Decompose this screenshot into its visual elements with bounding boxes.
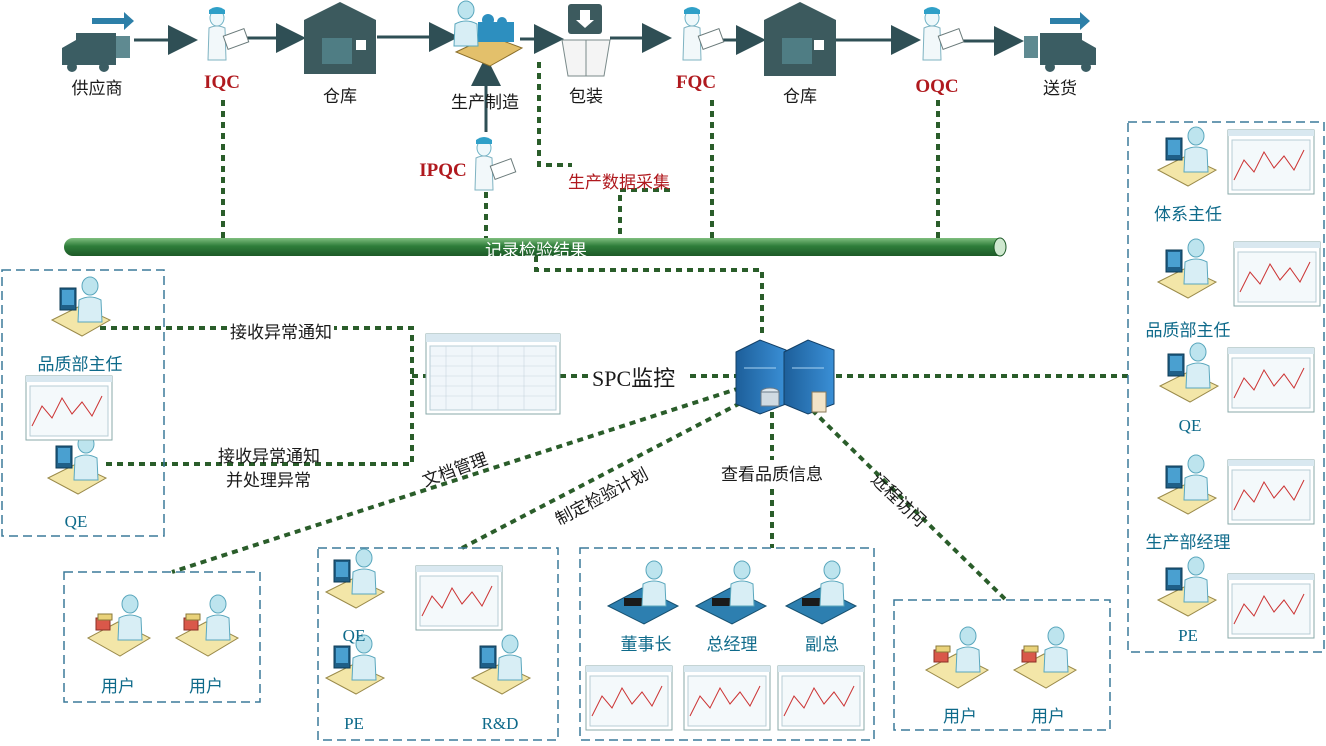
user-icon-br-1 (926, 627, 988, 688)
qe-right-label: QE (1178, 416, 1202, 435)
qe-bottom-label: QE (342, 626, 366, 645)
quality-manager-right-icon (1158, 239, 1216, 298)
user-bl-2-label: 用户 (189, 677, 223, 697)
iqc-inspector-icon (207, 6, 250, 61)
left-report-thumbnail (25, 375, 113, 441)
system-manager-icon (1158, 127, 1216, 186)
chairman-label: 董事长 (620, 635, 672, 655)
qe-left-icon (48, 435, 106, 494)
spc-table-screenshot (425, 333, 561, 415)
ipqc-inspector-icon (474, 136, 517, 191)
manufacturing-label: 生产制造 (451, 93, 519, 113)
qe-left-label: QE (64, 512, 88, 531)
receive-handle-label-1: 接收异常通知 (218, 447, 320, 467)
iqc-label: IQC (204, 72, 240, 93)
rd-icon (472, 635, 530, 694)
gm-label: 总经理 (706, 635, 758, 655)
packaging-label: 包装 (569, 87, 603, 107)
chairman-icon (608, 561, 678, 624)
right-thumb-2 (1233, 241, 1321, 307)
manufacturing-icon (453, 0, 524, 67)
user-br-1-label: 用户 (943, 707, 977, 727)
quality-manager-right-label: 品质部主任 (1145, 321, 1231, 341)
plan-table-thumbnail (415, 565, 503, 631)
record-bar-label: 记录检验结果 (485, 241, 587, 261)
user-br-2-label: 用户 (1031, 707, 1065, 727)
process-arrows (134, 22, 1024, 132)
production-manager-icon (1158, 455, 1216, 514)
warehouse-icon-2 (764, 2, 836, 76)
ipqc-label: IPQC (419, 160, 467, 181)
record-pipe (64, 237, 1007, 257)
fqc-label: FQC (675, 72, 717, 93)
pe-right-icon (1158, 557, 1216, 616)
exec-thumb-2 (683, 665, 771, 731)
right-thumb-1 (1227, 129, 1315, 195)
fqc-inspector-icon (682, 6, 725, 61)
user-icon-bl-1 (88, 595, 150, 656)
user-icon-bl-2 (176, 595, 238, 656)
pe-bottom-label: PE (344, 714, 364, 733)
delivery-label: 送货 (1043, 79, 1077, 99)
exec-thumb-3 (777, 665, 865, 731)
server-icon (735, 339, 835, 415)
view-info-label: 查看品质信息 (719, 460, 825, 485)
qe-right-icon (1160, 343, 1218, 402)
delivery-truck-icon (1024, 12, 1096, 72)
exec-thumb-1 (585, 665, 673, 731)
qe-bottom-icon (326, 549, 384, 608)
gm-icon (696, 561, 766, 624)
rd-label: R&D (481, 714, 519, 733)
right-thumb-3 (1227, 347, 1315, 413)
quality-manager-left-label: 品质部主任 (37, 355, 123, 375)
vp-label: 副总 (805, 635, 839, 655)
package-icon (561, 4, 611, 77)
oqc-label: OQC (915, 76, 959, 97)
supplier-truck-icon (62, 12, 134, 72)
production-manager-label: 生产部经理 (1145, 533, 1231, 553)
right-thumb-4 (1227, 459, 1315, 525)
group-boxes (1, 121, 1325, 741)
warehouse-icon-1 (304, 2, 376, 74)
warehouse2-label: 仓库 (783, 87, 817, 107)
system-manager-label: 体系主任 (1154, 205, 1222, 225)
receive-notice-label: 接收异常通知 (228, 318, 334, 343)
pe-right-label: PE (1178, 626, 1198, 645)
spc-label: SPC监控 (592, 366, 676, 391)
oqc-inspector-icon (922, 6, 965, 61)
vp-icon (786, 561, 856, 624)
user-icon-br-2 (1014, 627, 1076, 688)
data-collection-label: 生产数据采集 (568, 173, 670, 193)
supplier-label: 供应商 (71, 79, 123, 99)
receive-handle-label-2: 并处理异常 (226, 471, 311, 491)
user-bl-1-label: 用户 (101, 677, 135, 697)
warehouse1-label: 仓库 (323, 87, 357, 107)
right-thumb-5 (1227, 573, 1315, 639)
